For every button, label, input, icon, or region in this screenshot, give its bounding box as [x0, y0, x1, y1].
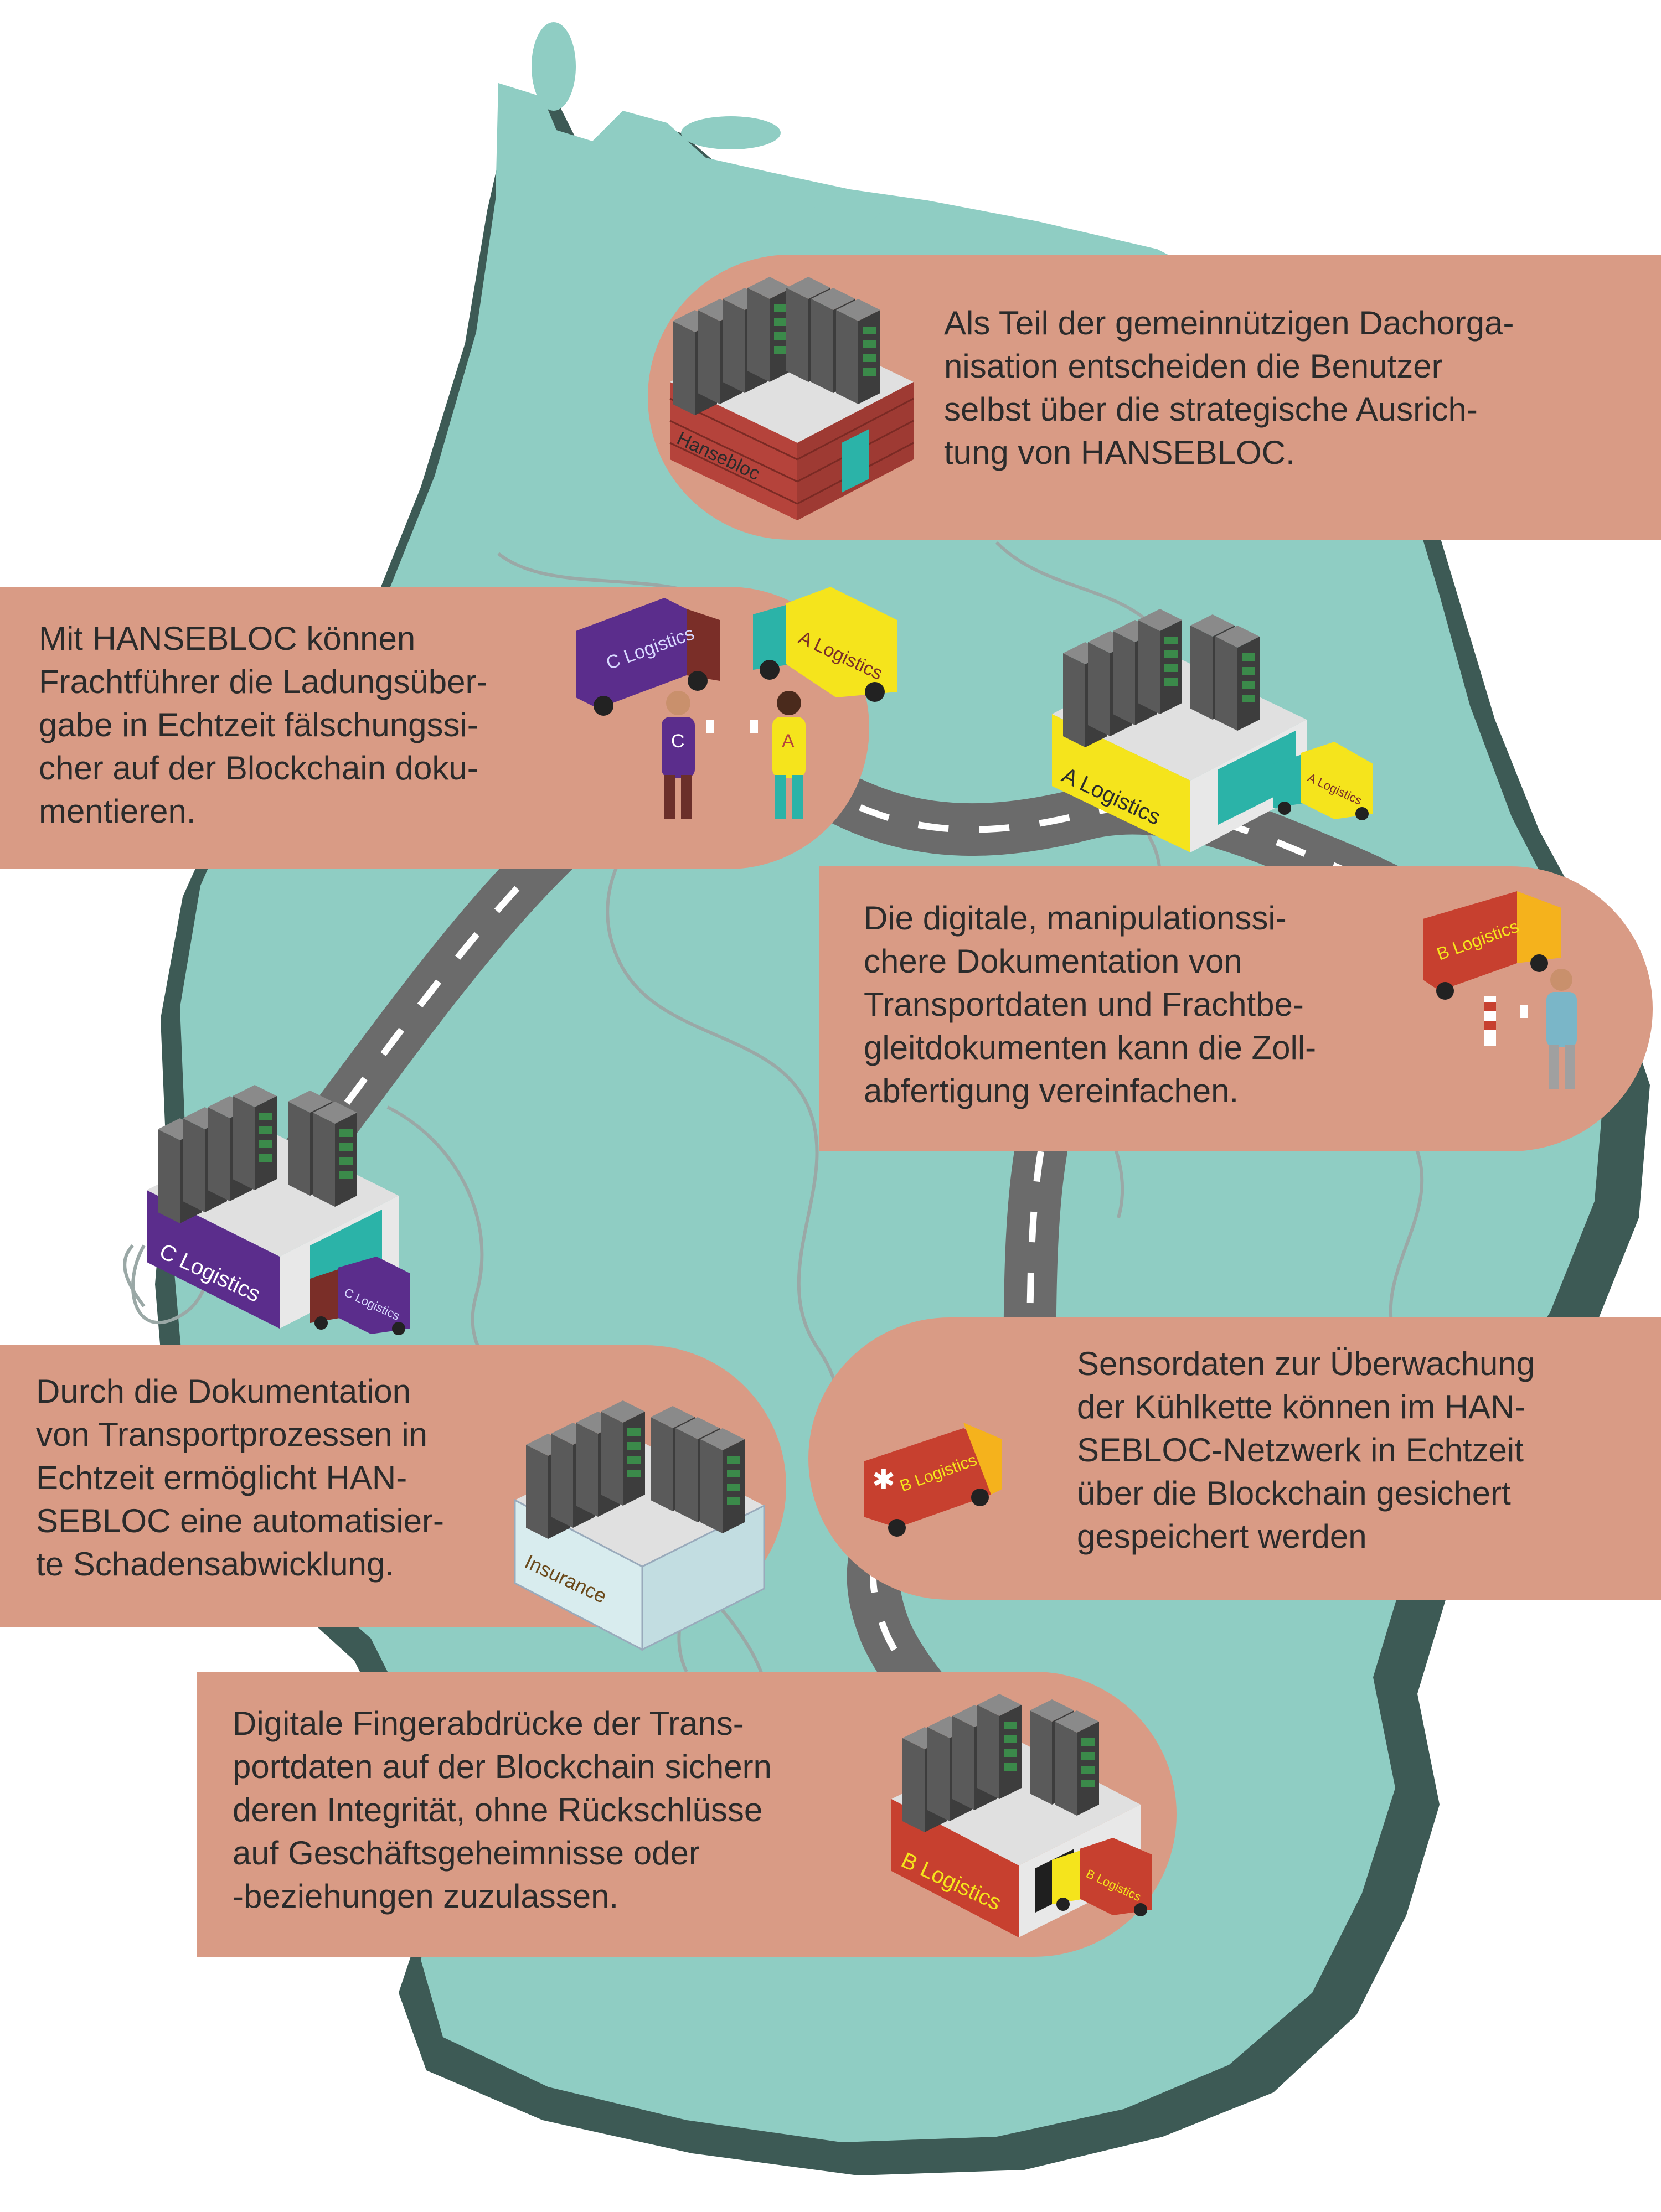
panel-text-line: Digitale Fingerabdrücke der Trans-: [233, 1705, 744, 1742]
panel-text-line: Echtzeit ermöglicht HAN-: [36, 1459, 407, 1496]
customs-panel-text: Die digitale, manipulationssi-chere Doku…: [864, 897, 1316, 1113]
panel-text-line: der Kühlkette können im HAN-: [1077, 1388, 1526, 1425]
phone-icon: [1520, 1005, 1528, 1018]
c-logistics-truck: C Logistics: [576, 598, 720, 716]
phone-icon: [706, 720, 714, 733]
island: [681, 116, 781, 149]
panel-text-line: Mit HANSEBLOC können: [39, 620, 416, 657]
person-c: C: [662, 691, 695, 819]
panel-text-line: Als Teil der gemeinnützigen Dachorga-: [944, 304, 1514, 342]
panel-text-line: auf Geschäftsgeheimnisse oder: [233, 1834, 700, 1872]
panel-text-line: tung von HANSEBLOC.: [944, 434, 1295, 471]
panel-text-line: Frachtführer die Ladungsüber-: [39, 663, 488, 700]
panel-text-line: Die digitale, manipulationssi-: [864, 900, 1287, 937]
panel-text-line: gespeichert werden: [1077, 1518, 1367, 1555]
panel-text-line: Durch die Dokumentation: [36, 1373, 411, 1410]
b-logistics-reefer-truck: ✱ B Logistics: [864, 1423, 1002, 1537]
panel-text-line: Transportdaten und Frachtbe-: [864, 986, 1304, 1023]
river-line: [123, 1244, 146, 1307]
panel-carriers: [0, 587, 869, 869]
a-logistics-truck: A Logistics: [753, 587, 897, 702]
hansebloc-panel-text: Als Teil der gemeinnützigen Dachorga-nis…: [944, 302, 1514, 474]
insurance-panel-text: Durch die Dokumentation von Transportproz…: [36, 1370, 444, 1586]
b-logistics-depot: B Logistics: [891, 1694, 1141, 1937]
customs-barrier: [1484, 996, 1496, 1046]
panel-text-line: über die Blockchain gesichert: [1077, 1475, 1511, 1512]
b-logistics-truck-customs: B Logistics: [1423, 891, 1561, 1000]
a-logistics-depot: A Logistics: [1052, 609, 1307, 852]
panel-text-line: abfertigung vereinfachen.: [864, 1072, 1239, 1109]
c-logistics-depot: C Logistics: [147, 1085, 399, 1329]
b-depot-truck: B Logistics: [1052, 1838, 1152, 1916]
panel-text-line: -beziehungen zuzulassen.: [233, 1878, 619, 1915]
fingerprints-panel-text: Digitale Fingerabdrücke der Trans-portda…: [233, 1702, 772, 1918]
panel-text-line: gabe in Echtzeit fälschungssi-: [39, 706, 478, 743]
panel-text-line: chere Dokumentation von: [864, 943, 1242, 980]
person-c-letter: C: [671, 731, 685, 752]
island: [498, 144, 532, 210]
panel-text-line: portdaten auf der Blockchain sichern: [233, 1748, 772, 1785]
person-a: A: [772, 691, 806, 819]
panel-text-line: SEBLOC-Netzwerk in Echtzeit: [1077, 1431, 1524, 1469]
panel-text-line: selbst über die strategische Ausrich-: [944, 391, 1478, 428]
panel-text-line: gleitdokumenten kann die Zoll-: [864, 1029, 1317, 1066]
phone-icon: [750, 720, 758, 733]
panel-text-line: Sensordaten zur Überwachung: [1077, 1345, 1535, 1382]
island: [814, 197, 880, 224]
panel-text-line: te Schadensabwicklung.: [36, 1546, 395, 1583]
panel-text-line: deren Integrität, ohne Rückschlüsse: [233, 1791, 763, 1828]
coldchain-panel-text: Sensordaten zur Überwachung der Kühlkette…: [1077, 1342, 1535, 1558]
panel-text-line: SEBLOC eine automatisier-: [36, 1502, 444, 1539]
c-depot-truck: C Logistics: [310, 1257, 410, 1335]
person-a-letter: A: [782, 731, 795, 752]
panel-text-line: mentieren.: [39, 793, 196, 830]
customs-officer: [1520, 969, 1577, 1089]
panel-text-line: von Transportprozessen in: [36, 1416, 428, 1453]
insurance-building: Insurance: [514, 1400, 765, 1651]
hansebloc-building: Hansebloc: [669, 277, 914, 520]
panel-text-line: nisation entscheiden die Benutzer: [944, 348, 1443, 385]
snowflake-icon: ✱: [872, 1464, 895, 1495]
panel-text-line: cher auf der Blockchain doku-: [39, 750, 478, 787]
island: [532, 22, 576, 111]
a-depot-truck: A Logistics: [1273, 742, 1373, 820]
